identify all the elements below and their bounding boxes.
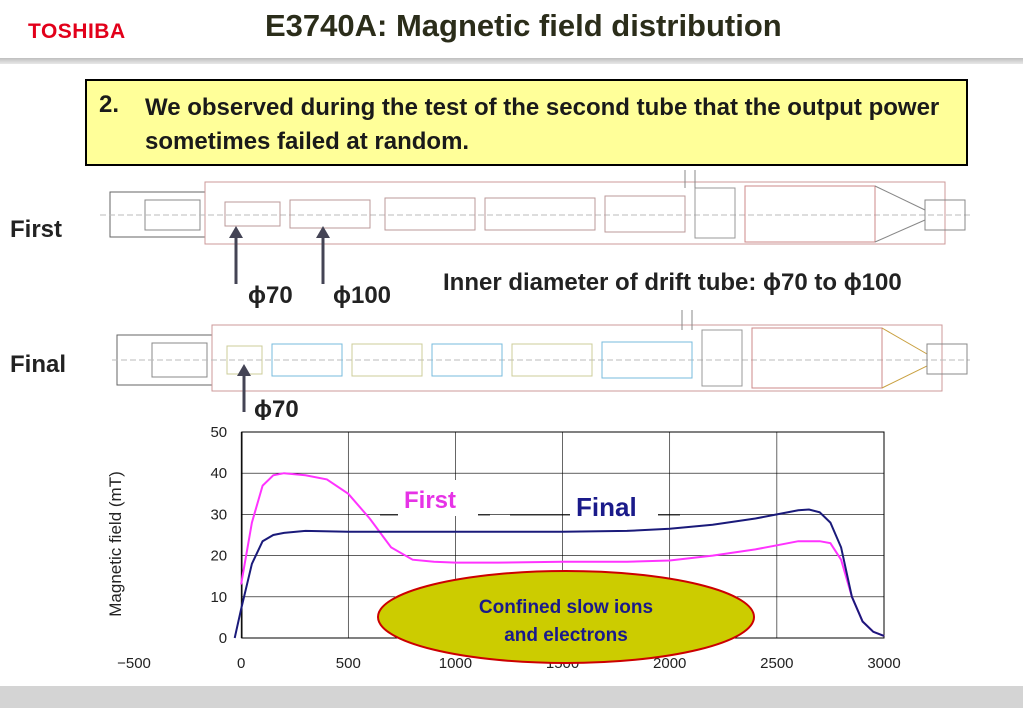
- final-collector-body: [751, 327, 883, 389]
- first-drift-1: [224, 201, 281, 227]
- first-drift-3: [384, 197, 476, 231]
- x-tick-label: 500: [336, 655, 361, 672]
- final-phi70-arrow: [237, 364, 251, 412]
- first-phi100-arrow: [316, 226, 330, 284]
- first-phi70-label: ϕ70: [248, 282, 293, 309]
- series-lines: [233, 472, 885, 639]
- x-tick-labels: −500050010001500200025003000: [117, 655, 901, 672]
- y-tick-label: 20: [210, 548, 227, 565]
- first-collector-body: [744, 185, 876, 243]
- final-drift-5: [511, 343, 593, 377]
- x-tick-label: 1000: [439, 655, 472, 672]
- note-text: We observed during the test of the secon…: [145, 94, 940, 155]
- final-drift-2: [271, 343, 343, 377]
- first-phi100-label: ϕ100: [333, 282, 392, 309]
- x-tick-label: 2000: [653, 655, 686, 672]
- toshiba-logo: TOSHIBA: [28, 20, 126, 43]
- final-drift-6: [601, 341, 693, 379]
- note-number: 2.: [99, 91, 120, 118]
- final-output-cavity: [701, 329, 743, 387]
- callout-line-2: and electrons: [504, 625, 628, 646]
- first-collector-taper: [874, 185, 926, 243]
- first-drift-5: [604, 195, 686, 233]
- x-tick-label: 2500: [760, 655, 793, 672]
- final-phi70-label: ϕ70: [254, 396, 299, 420]
- final-collector-taper: [881, 327, 928, 389]
- x-tick-label: 0: [237, 655, 245, 672]
- y-tick-label: 40: [210, 465, 227, 482]
- final-outer-body: [211, 324, 943, 392]
- final-annotation: Final: [510, 488, 680, 524]
- final-collector-end: [926, 343, 968, 375]
- first-tube-drawing: [100, 170, 970, 245]
- series-line-final: [233, 508, 885, 639]
- callout-line-1: Confined slow ions: [479, 597, 653, 618]
- x-tick-label: 3000: [867, 655, 900, 672]
- final-row-label: Final: [10, 351, 67, 378]
- first-annotation-label: First: [404, 487, 456, 514]
- inner-diameter-note: Inner diameter of drift tube: ϕ70 to ϕ10…: [443, 269, 902, 296]
- slide-title: E3740A: Magnetic field distribution: [265, 8, 782, 43]
- y-tick-label: 50: [210, 424, 227, 441]
- final-drift-4: [431, 343, 503, 377]
- first-collector-end: [924, 199, 966, 231]
- y-tick-label: 10: [210, 589, 227, 606]
- callout-ellipse: Confined slow ions and electrons: [377, 570, 755, 664]
- first-drift-2: [289, 199, 371, 229]
- y-tick-labels: 0 10 20 30 40 50: [210, 424, 227, 647]
- first-row-label: First: [10, 216, 63, 243]
- x-tick-label: −500: [117, 655, 151, 672]
- final-annotation-label: Final: [576, 492, 637, 522]
- y-tick-label: 0: [219, 630, 227, 647]
- final-drift-3: [351, 343, 423, 377]
- y-tick-label: 30: [210, 506, 227, 523]
- title-rule: [0, 58, 1023, 64]
- first-outer-body: [204, 181, 946, 245]
- first-drift-4: [484, 197, 596, 231]
- first-phi70-arrow: [229, 226, 243, 284]
- final-tube-drawing: [112, 310, 970, 392]
- series-line-first: [240, 472, 885, 637]
- note-box: 2. We observed during the test of the se…: [85, 79, 968, 166]
- y-axis-label: Magnetic field (mT): [106, 471, 125, 617]
- first-output-cavity: [694, 187, 736, 239]
- first-annotation: First: [380, 480, 490, 516]
- footer-bar: [0, 686, 1023, 708]
